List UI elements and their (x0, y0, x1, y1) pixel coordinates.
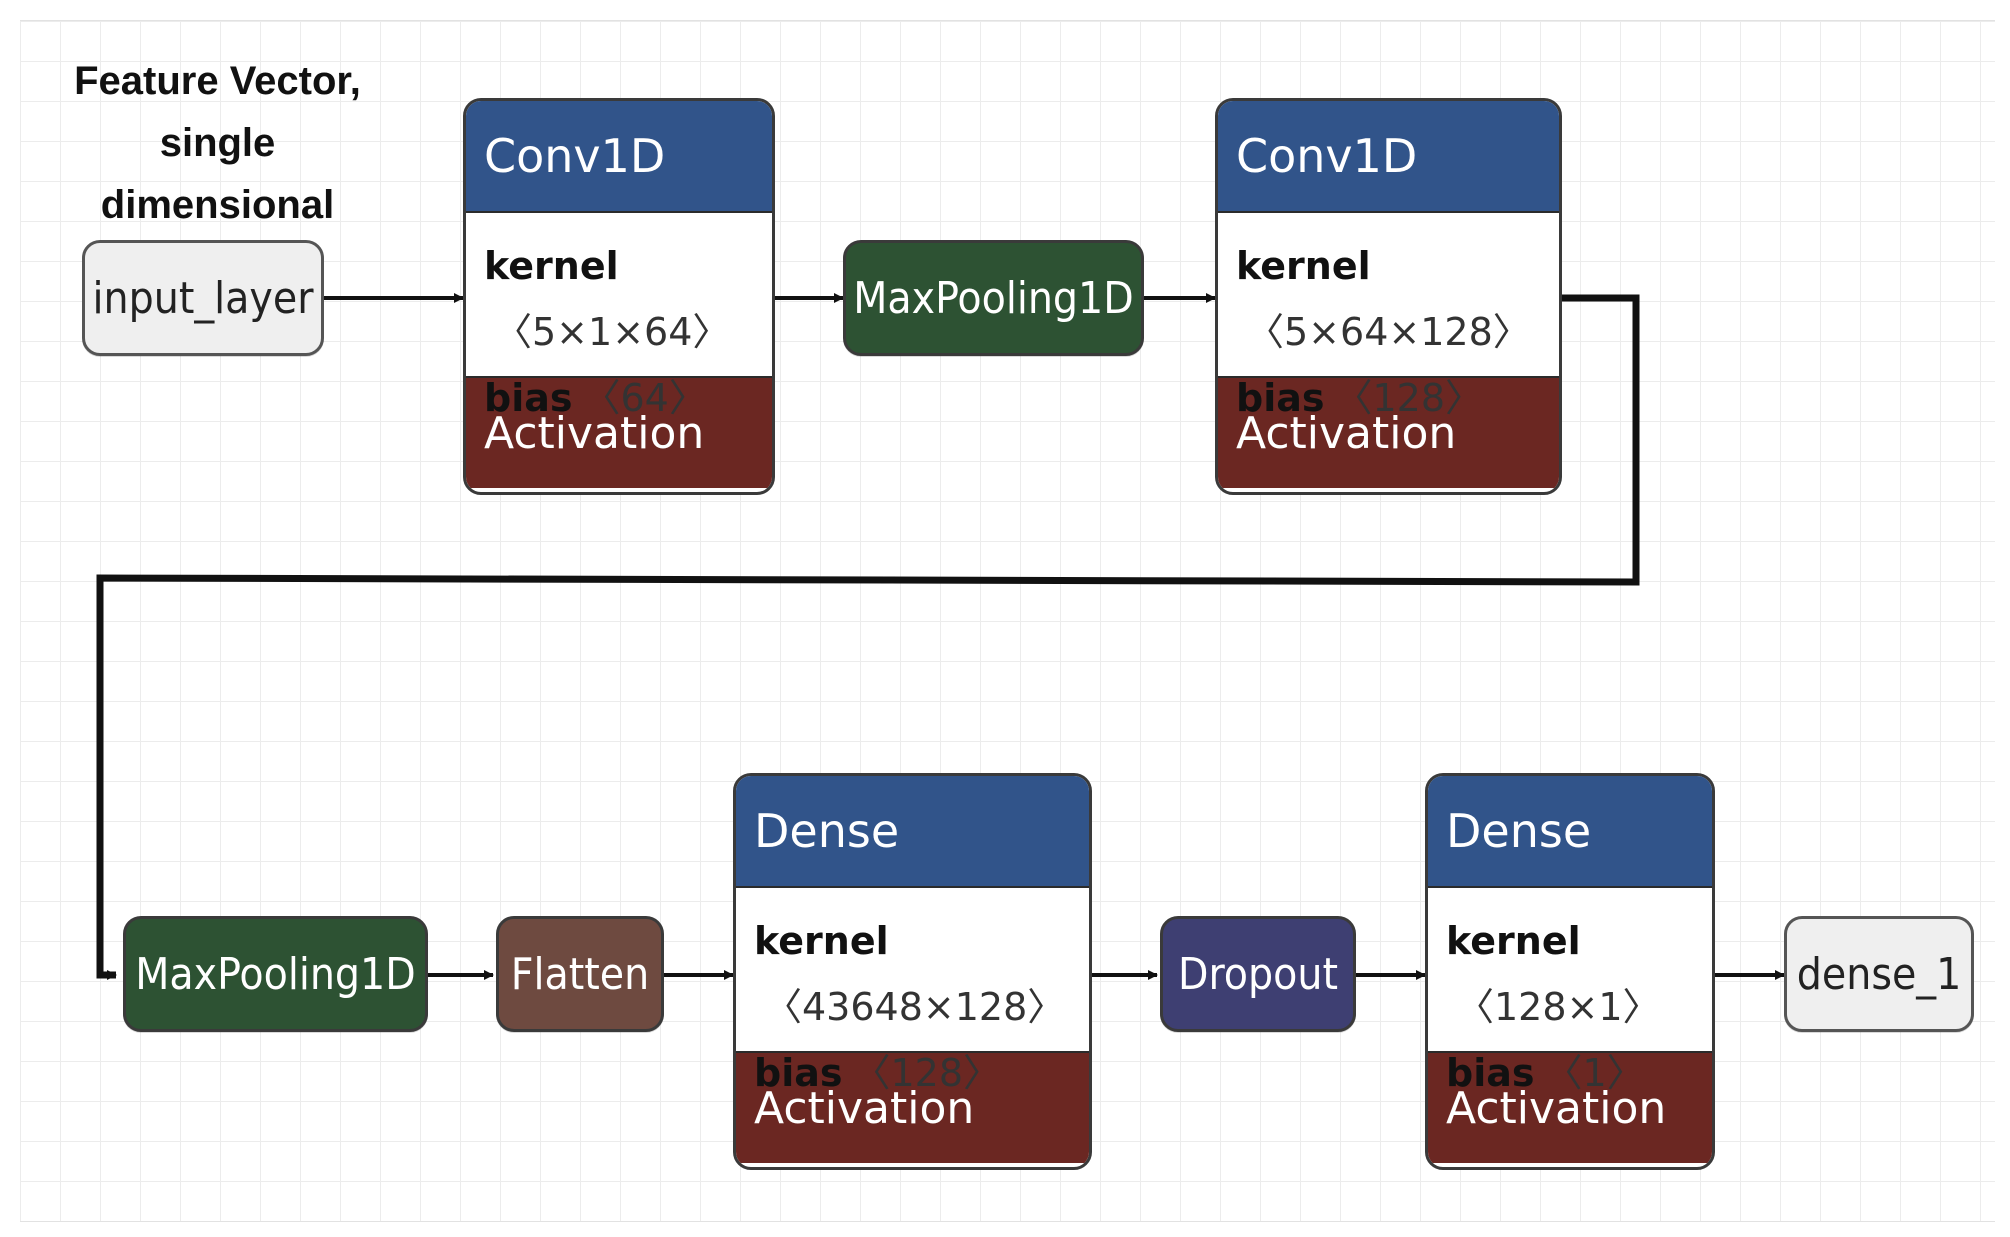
dense-2-activation: Activation (1428, 1053, 1712, 1163)
conv1d-1-bias-dims: 〈64〉 (582, 376, 707, 420)
dense-2-params: kernel 〈128×1〉 bias〈1〉 (1428, 888, 1712, 1095)
conv1d-1-kernel-label: kernel (484, 244, 619, 288)
flatten-node[interactable]: Flatten (496, 916, 664, 1032)
caption-line-2: single dimensional (100, 121, 335, 227)
conv1d-2-params: kernel 〈5×64×128〉 bias〈128〉 (1218, 213, 1559, 420)
input-layer-node[interactable]: input_layer (82, 240, 324, 356)
conv1d-1-title: Conv1D (466, 101, 772, 213)
maxpooling1d-node-2[interactable]: MaxPooling1D (123, 916, 428, 1032)
output-node[interactable]: dense_1 (1784, 916, 1974, 1032)
dense-1-activation: Activation (736, 1053, 1089, 1163)
conv1d-2-title: Conv1D (1218, 101, 1559, 213)
maxpooling1d-node-1[interactable]: MaxPooling1D (843, 240, 1144, 356)
conv1d-2-activation: Activation (1218, 378, 1559, 488)
dense-2-title: Dense (1428, 776, 1712, 888)
dense-block-2[interactable]: Dense kernel 〈128×1〉 bias〈1〉 Activation (1425, 773, 1715, 1170)
edge-conv2-pool2 (96, 294, 1640, 980)
conv1d-2-bias-label: bias (1236, 376, 1325, 420)
conv1d-1-kernel-dims: 〈5×1×64〉 (494, 310, 731, 354)
conv1d-2-kernel-dims: 〈5×64×128〉 (1246, 310, 1531, 354)
dense-2-kernel-dims: 〈128×1〉 (1456, 985, 1661, 1029)
conv1d-1-params: kernel 〈5×1×64〉 bias〈64〉 (466, 213, 772, 420)
dense-1-bias-dims: 〈128〉 (852, 1051, 1002, 1095)
dense-2-bias-dims: 〈1〉 (1544, 1051, 1645, 1095)
conv1d-block-1[interactable]: Conv1D kernel 〈5×1×64〉 bias〈64〉 Activatio… (463, 98, 775, 495)
conv1d-1-activation: Activation (466, 378, 772, 488)
dense-block-1[interactable]: Dense kernel 〈43648×128〉 bias〈128〉 Activa… (733, 773, 1092, 1170)
conv1d-2-bias-dims: 〈128〉 (1334, 376, 1484, 420)
dense-2-kernel-label: kernel (1446, 919, 1581, 963)
dense-1-kernel-label: kernel (754, 919, 889, 963)
dense-1-title: Dense (736, 776, 1089, 888)
dense-1-kernel-dims: 〈43648×128〉 (764, 985, 1066, 1029)
dense-2-bias-label: bias (1446, 1051, 1535, 1095)
conv1d-block-2[interactable]: Conv1D kernel 〈5×64×128〉 bias〈128〉 Activa… (1215, 98, 1562, 495)
conv1d-1-bias-label: bias (484, 376, 573, 420)
dense-1-params: kernel 〈43648×128〉 bias〈128〉 (736, 888, 1089, 1095)
dense-1-bias-label: bias (754, 1051, 843, 1095)
conv1d-2-kernel-label: kernel (1236, 244, 1371, 288)
dropout-node[interactable]: Dropout (1160, 916, 1356, 1032)
caption-line-1: Feature Vector, (74, 59, 361, 103)
